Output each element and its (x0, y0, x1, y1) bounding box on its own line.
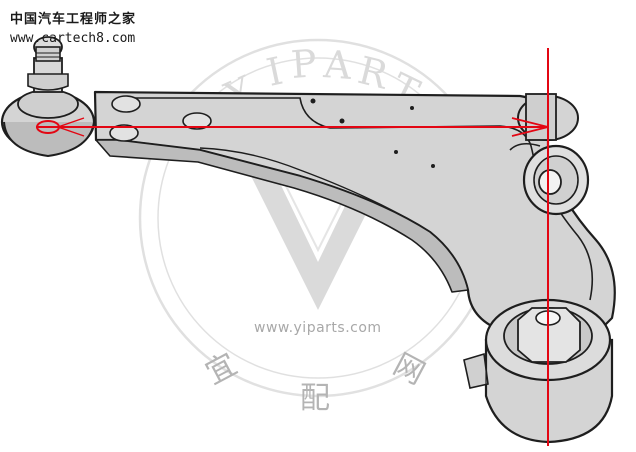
source-caption: 中国汽车工程师之家 (10, 12, 137, 27)
control-arm (93, 90, 616, 332)
svg-text:R: R (354, 48, 394, 98)
svg-text:P: P (290, 41, 319, 87)
svg-text:I: I (263, 49, 287, 95)
dimension-arrowhead-left (55, 117, 85, 137)
ball-joint (0, 36, 96, 158)
watermark-char: 宜 (200, 347, 243, 392)
watermark-url: www.yiparts.com (254, 320, 382, 336)
measurement-annotations (36, 48, 549, 446)
svg-text:A: A (321, 42, 353, 88)
watermark-char: 网 (388, 347, 431, 392)
source-url: www.cartech8.com (10, 31, 136, 46)
watermark-char: 配 (300, 381, 330, 416)
